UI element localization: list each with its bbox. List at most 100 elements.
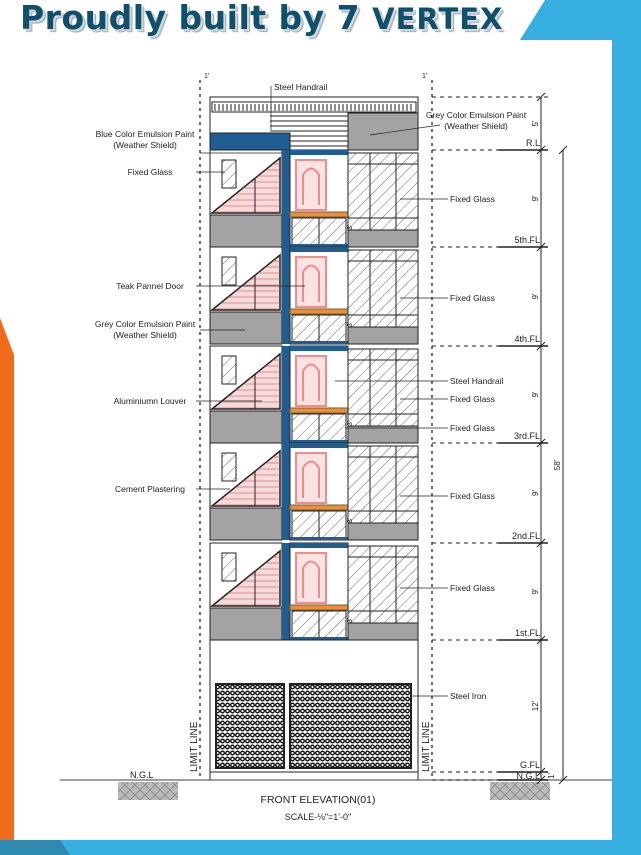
door-arch — [302, 460, 320, 498]
top-right-accent — [520, 0, 641, 40]
steel-iron-gate-left — [215, 683, 285, 769]
left-annotation: Teak Pannel Door — [116, 281, 184, 291]
dimension-tick — [536, 92, 546, 102]
steel-iron-gate-right — [289, 683, 412, 769]
top-mark-left: 1' — [204, 73, 209, 80]
right-annotation: Grey Color Emulsion Paint — [426, 110, 527, 120]
grey-paint-strip — [347, 326, 419, 345]
dimension-tick — [558, 775, 568, 785]
level-label-1stfl: 1st.FL — [515, 628, 540, 638]
dimension-label: 12' — [531, 700, 540, 711]
dimension-label: 1' — [547, 773, 556, 779]
left-orange-strip — [0, 318, 14, 855]
left-annotation: Blue Color Emulsion Paint — [96, 129, 195, 139]
left-annotation: Aluminiumn Louver — [114, 396, 187, 406]
handrail-top — [211, 101, 417, 113]
right-annotation: Steel Iron — [450, 691, 487, 701]
right-annotation: Fixed Glass — [450, 583, 495, 593]
right-annotation: Fixed Glass — [450, 491, 495, 501]
balcony-height-label: 3' — [347, 225, 354, 230]
dimension-label: 9' — [531, 293, 540, 299]
top-mark-right: 1' — [422, 73, 427, 80]
dimension-tick — [536, 341, 546, 351]
limit-line-label: LIMIT LINE — [189, 721, 200, 772]
ngl-left-label: N.G.L — [130, 770, 154, 780]
grey-paint-band — [209, 311, 283, 345]
teak-panel-door — [295, 355, 327, 407]
balcony-height-label: 3' — [347, 421, 354, 426]
blue-column — [282, 543, 290, 640]
blue-beam-bottom — [290, 341, 348, 344]
right-annotation: (Weather Shield) — [444, 121, 508, 131]
leader-line — [369, 124, 441, 136]
balcony-height-label: 3' — [347, 618, 354, 623]
blue-beam — [290, 443, 348, 448]
blue-column — [282, 150, 290, 247]
right-annotation: Steel Handrail — [450, 376, 504, 386]
dimension-tick — [558, 145, 568, 155]
level-label-4thfl: 4th.FL — [514, 334, 540, 344]
fixed-glass-small — [221, 552, 237, 582]
dimension-tick — [536, 775, 546, 785]
balcony-slab — [289, 308, 349, 315]
door-arch — [302, 264, 320, 302]
level-label-ngl: N.G.L — [516, 771, 540, 781]
fixed-glass-small — [221, 452, 237, 482]
dimension-label: 9' — [531, 195, 540, 201]
blue-column — [282, 247, 290, 344]
blue-beam — [290, 346, 348, 351]
level-label-2ndfl: 2nd.FL — [512, 531, 540, 541]
grey-paint-strip — [347, 622, 419, 641]
title-prefix: Proudly built by 7 — [20, 0, 373, 37]
drawing-scale: SCALE-⅛"=1'-0" — [285, 812, 351, 822]
balcony-slab — [289, 604, 349, 611]
left-annotation: Fixed Glass — [128, 167, 173, 177]
aluminium-louver — [209, 549, 281, 607]
title-brand: VERTEX — [372, 2, 504, 36]
blue-beam-bottom — [290, 537, 348, 540]
grey-paint-band — [209, 410, 283, 444]
door-arch — [302, 167, 320, 205]
level-label-gfl: G.FL — [520, 760, 540, 770]
page-title: Proudly built by 7 VERTEX — [20, 0, 503, 37]
grey-paint-band — [209, 507, 283, 541]
level-label-3rdfl: 3rd.FL — [514, 431, 540, 441]
dimension-tick — [536, 145, 546, 155]
blue-column — [282, 346, 290, 443]
balcony-slab — [289, 407, 349, 414]
soil-right — [490, 782, 550, 800]
soil-left — [118, 782, 178, 800]
door-arch — [302, 560, 320, 598]
door-arch — [302, 363, 320, 401]
fixed-glass-small — [221, 355, 237, 385]
dimension-tick — [536, 538, 546, 548]
bottom-left-accent — [0, 840, 70, 855]
grey-paint-band — [209, 607, 283, 641]
blue-beam-bottom — [290, 244, 348, 247]
right-annotation: Steel Handrail — [274, 82, 328, 92]
left-annotation: (Weather Shield) — [113, 140, 177, 150]
level-label-5thfl: 5th.FL — [514, 235, 540, 245]
blue-beam — [290, 543, 348, 548]
balcony-slab — [289, 504, 349, 511]
bottom-accent-band — [0, 840, 641, 855]
grey-paint-strip — [347, 229, 419, 248]
blue-beam — [290, 150, 348, 155]
fixed-glass-small — [221, 159, 237, 189]
aluminium-louver — [209, 449, 281, 507]
blue-column — [282, 443, 290, 540]
drawing-title: FRONT ELEVATION(01) — [261, 794, 376, 806]
grey-paint-band — [209, 214, 283, 248]
balcony-slab — [289, 211, 349, 218]
limit-line-label: LIMIT LINE — [421, 721, 432, 772]
right-annotation: Fixed Glass — [450, 423, 495, 433]
dimension-tick — [536, 242, 546, 252]
dimension-label: 9' — [531, 490, 540, 496]
left-annotation: (Weather Shield) — [113, 330, 177, 340]
blue-paint-parapet — [209, 132, 291, 151]
blue-beam — [290, 247, 348, 252]
right-accent-strip — [612, 38, 641, 855]
total-height-label: 58' — [553, 459, 562, 470]
balcony-height-label: 3' — [347, 518, 354, 523]
